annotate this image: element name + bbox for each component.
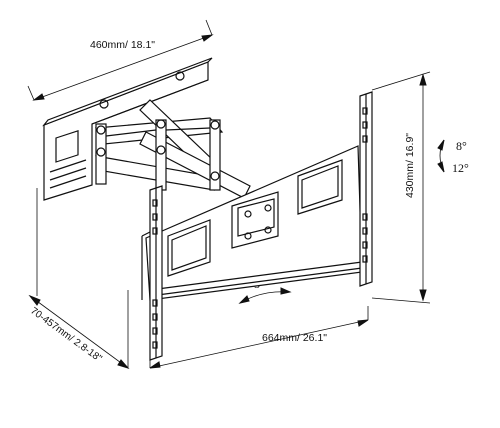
tv-bracket-frame	[145, 145, 363, 301]
right-vertical-rail	[359, 91, 373, 287]
swivel-arrow	[238, 287, 292, 304]
top-width-dimension	[27, 19, 214, 101]
height-dimension	[371, 71, 431, 304]
tilt-up-label: 8°	[456, 139, 467, 153]
width-label: 664mm/ 26.1"	[262, 332, 327, 344]
extension-label: 70-457mm/ 2.8-18"	[28, 306, 104, 365]
top-width-label: 460mm/ 18.1"	[90, 39, 155, 51]
articulating-arms	[95, 99, 251, 199]
tilt-arrow	[437, 139, 445, 173]
tilt-down-label: 12°	[452, 161, 469, 175]
left-vertical-rail	[141, 185, 163, 361]
width-dimension	[149, 306, 369, 369]
extension-dimension	[28, 188, 130, 369]
wall-plate	[42, 57, 213, 201]
height-label: 430mm/ 16.9"	[404, 133, 416, 198]
